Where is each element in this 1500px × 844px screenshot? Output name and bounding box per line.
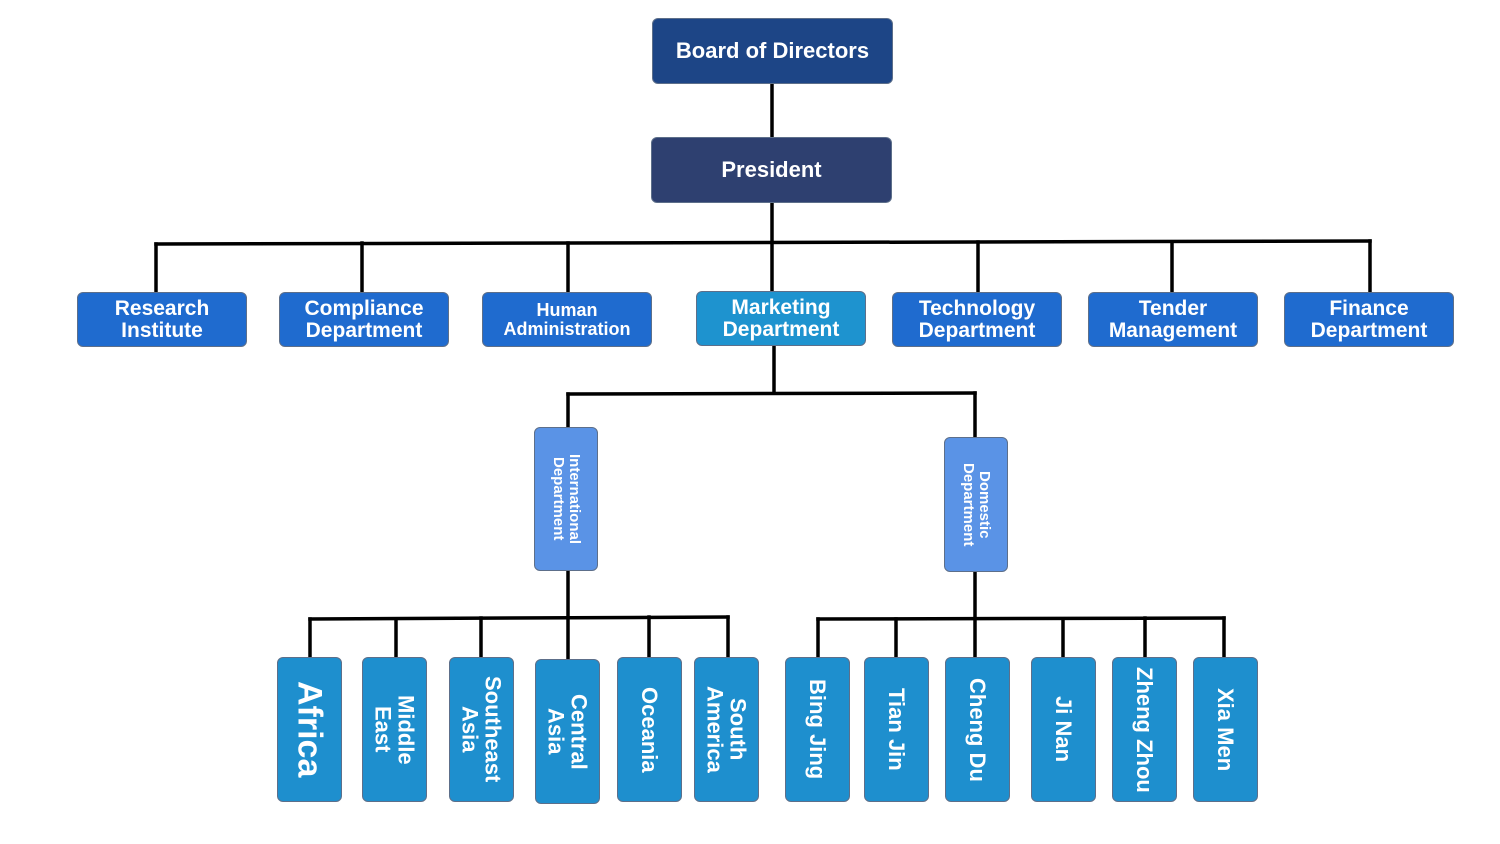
node-label: Domestic Department <box>960 462 993 547</box>
region-node-south-america: South America <box>694 657 759 802</box>
node-label: Tender Management <box>1108 296 1238 342</box>
department-node-research-institute: Research Institute <box>77 292 247 347</box>
node-label: Board of Directors <box>675 38 870 63</box>
node-label: Oceania <box>637 686 662 773</box>
node-label: South America <box>702 686 751 773</box>
node-label: Cheng Du <box>965 677 990 782</box>
node-label: Zheng Zhou <box>1132 666 1157 793</box>
sub-department-node-domestic: Domestic Department <box>944 437 1008 572</box>
node-label: Southeast Asia <box>457 676 506 783</box>
city-node-ji-nan: Ji Nan <box>1031 657 1096 802</box>
node-label: Xia Men <box>1213 687 1238 772</box>
node-label: President <box>721 157 822 182</box>
node-label: Finance Department <box>1310 296 1428 342</box>
node-label: Africa <box>290 681 329 778</box>
department-node-technology: Technology Department <box>892 292 1062 347</box>
node-label: Marketing Department <box>722 295 840 341</box>
node-label: International Department <box>550 453 583 544</box>
node-label: Compliance Department <box>304 296 424 342</box>
node-label: Human Administration <box>503 299 631 339</box>
department-bus-line <box>154 239 1372 246</box>
node-label: Technology Department <box>918 296 1036 342</box>
department-node-marketing: Marketing Department <box>696 291 866 346</box>
domestic-bus-line <box>816 616 1226 621</box>
node-label: Ji Nan <box>1051 696 1076 763</box>
department-node-human-administration: Human Administration <box>482 292 652 347</box>
department-node-compliance: Compliance Department <box>279 292 449 347</box>
city-node-bing-jing: Bing Jing <box>785 657 850 802</box>
board-of-directors-node: Board of Directors <box>652 18 893 84</box>
region-node-central-asia: Central Asia <box>535 659 600 804</box>
region-node-oceania: Oceania <box>617 657 682 802</box>
node-label: Tian Jin <box>884 688 909 771</box>
marketing-bus-line <box>566 391 977 396</box>
city-node-tian-jin: Tian Jin <box>864 657 929 802</box>
node-label: Bing Jing <box>805 679 830 780</box>
international-bus-line <box>308 615 730 621</box>
president-node: President <box>651 137 892 203</box>
sub-department-node-international: International Department <box>534 427 598 571</box>
node-label: Research Institute <box>114 296 210 342</box>
region-node-southeast-asia: Southeast Asia <box>449 657 514 802</box>
region-node-africa: Africa <box>277 657 342 802</box>
node-label: Middle East <box>370 694 419 765</box>
city-node-xia-men: Xia Men <box>1193 657 1258 802</box>
city-node-zheng-zhou: Zheng Zhou <box>1112 657 1177 802</box>
city-node-cheng-du: Cheng Du <box>945 657 1010 802</box>
region-node-middle-east: Middle East <box>362 657 427 802</box>
department-node-tender-management: Tender Management <box>1088 292 1258 347</box>
department-node-finance: Finance Department <box>1284 292 1454 347</box>
node-label: Central Asia <box>543 693 592 770</box>
